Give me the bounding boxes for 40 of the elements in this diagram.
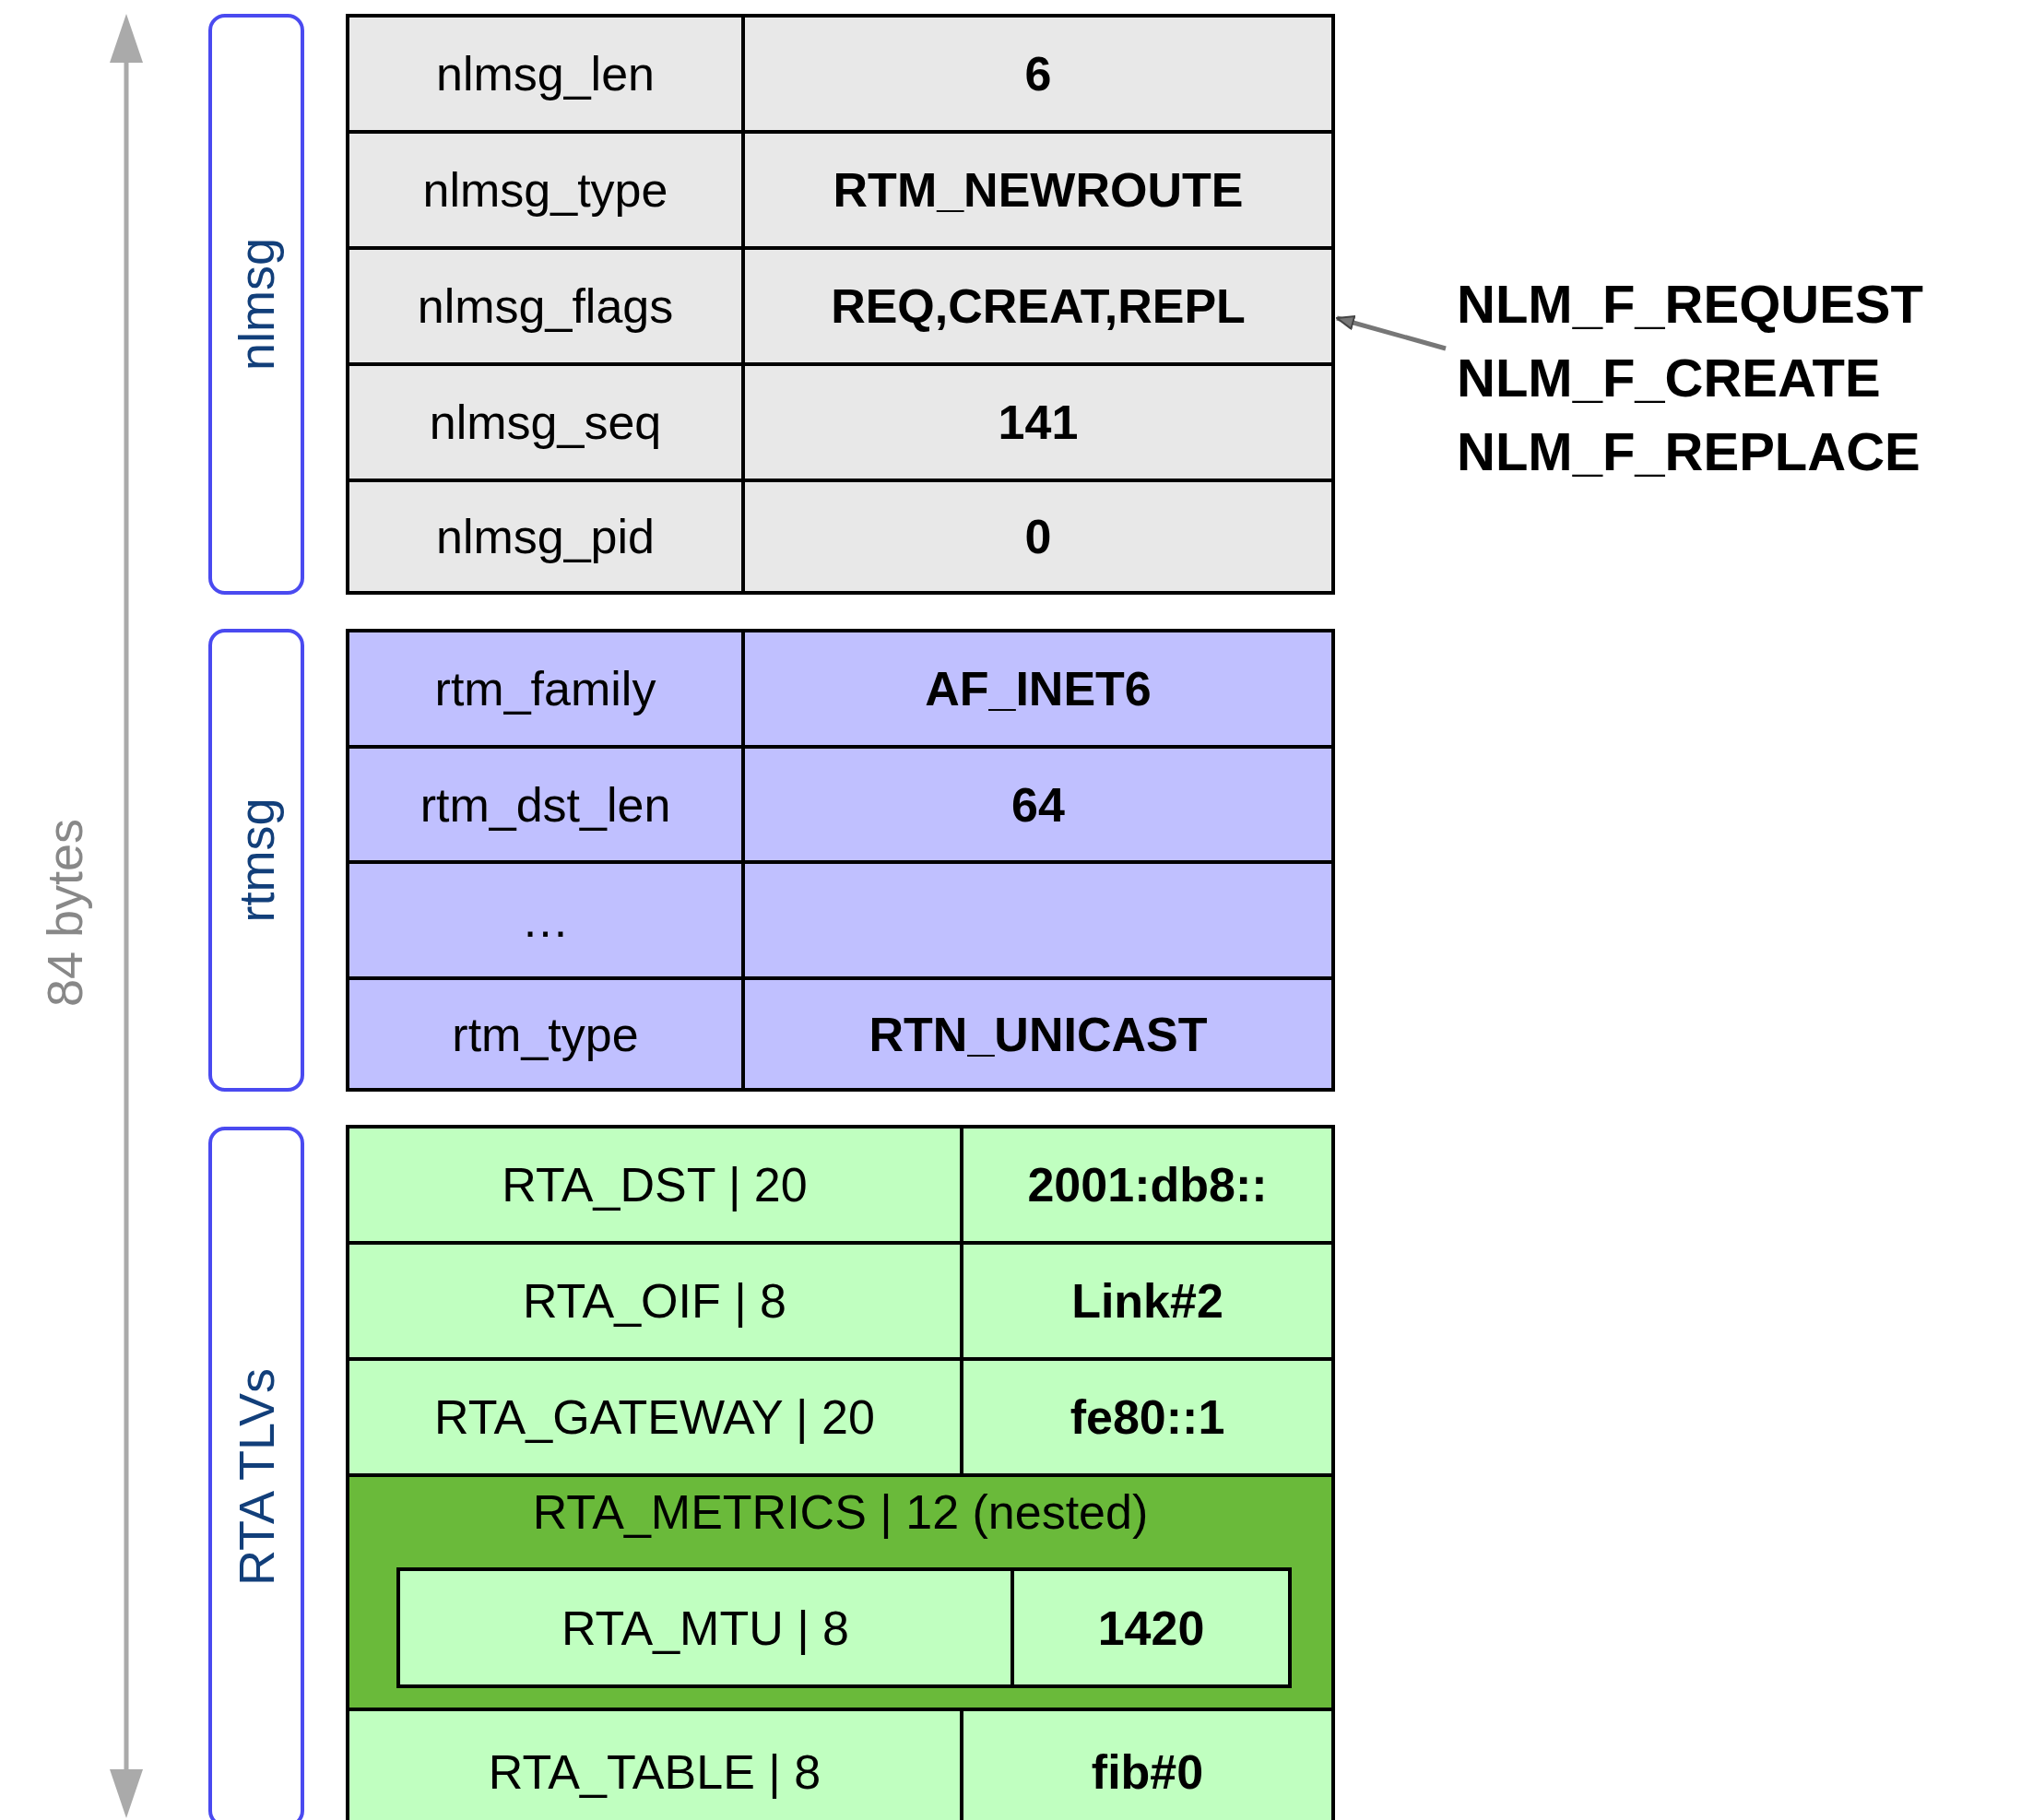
field-name: nlmsg_len [436, 46, 655, 101]
field-name: RTA_DST | 20 [502, 1157, 808, 1212]
dimension-label: 84 bytes [36, 818, 93, 1008]
section-bracket [208, 14, 304, 595]
flag-name: NLM_F_REPLACE [1457, 420, 1921, 483]
field-name: nlmsg_flags [417, 278, 674, 334]
field-value: 0 [1024, 509, 1052, 564]
section-label: nlmsg [228, 238, 285, 371]
field-value: 64 [1011, 776, 1065, 833]
field-name: RTA_GATEWAY | 20 [434, 1389, 875, 1445]
field-name: nlmsg_type [422, 162, 668, 218]
flag-name: NLM_F_REQUEST [1457, 273, 1924, 336]
field-value: 6 [1024, 46, 1052, 101]
field-name: RTA_MTU | 8 [561, 1600, 850, 1656]
field-value: RTM_NEWROUTE [833, 162, 1244, 218]
arrow [1336, 315, 1447, 351]
field-name: nlmsg_pid [436, 509, 655, 564]
field-name: … [521, 892, 570, 948]
field-name: rtm_dst_len [420, 776, 671, 833]
field-value: 2001:db8:: [1027, 1157, 1268, 1212]
field-value: AF_INET6 [925, 661, 1152, 716]
table-row [396, 1567, 1292, 1688]
flag-name: NLM_F_CREATE [1457, 347, 1882, 409]
field-value: 141 [998, 395, 1079, 450]
field-value: 1420 [1097, 1600, 1205, 1656]
field-value: Link#2 [1071, 1273, 1223, 1329]
field-name: nlmsg_seq [429, 395, 662, 450]
section-label: rtmsg [228, 798, 285, 923]
field-value: REQ,CREAT,REPL [831, 278, 1246, 334]
field-name: RTA_TABLE | 8 [488, 1744, 821, 1800]
field-value: RTN_UNICAST [869, 1006, 1208, 1062]
section-bracket [208, 629, 304, 1092]
field-name: rtm_family [434, 661, 656, 716]
field-value: fe80::1 [1070, 1389, 1225, 1445]
field-name: RTA_OIF | 8 [522, 1273, 787, 1329]
field-value: fib#0 [1091, 1744, 1204, 1800]
field-name: rtm_type [452, 1006, 639, 1062]
section-label: RTA TLVs [228, 1367, 285, 1587]
field-name: RTA_METRICS | 12 (nested) [531, 1484, 1150, 1540]
section-bracket [208, 1127, 304, 1820]
